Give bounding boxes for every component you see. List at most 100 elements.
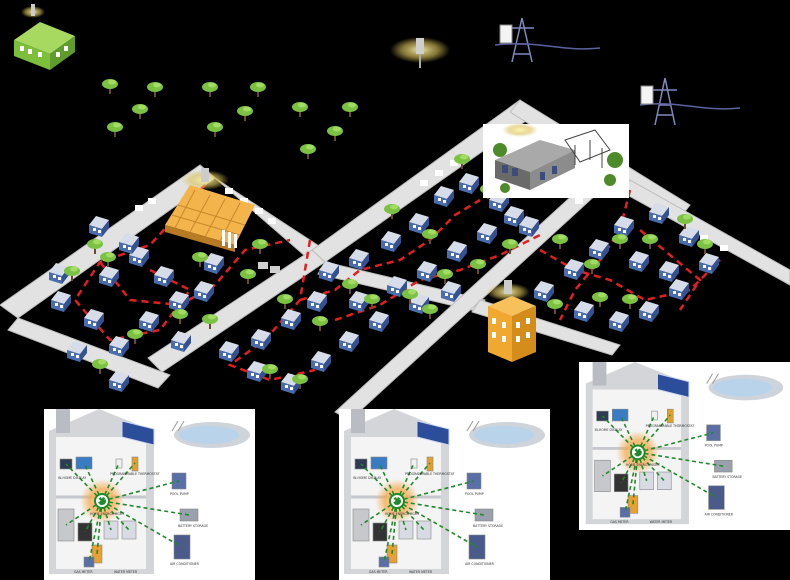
- house-icon: [319, 261, 339, 282]
- in-home-display-label: IN-HOME DISPLAY: [353, 476, 381, 480]
- house-icon: [381, 231, 401, 252]
- tree-icon: [192, 252, 208, 267]
- tree-icon: [612, 234, 628, 249]
- house-icon: [649, 203, 669, 224]
- transmission-tower-icon: [494, 17, 601, 63]
- home-network-link: [396, 480, 475, 502]
- tree-icon: [292, 102, 308, 117]
- refrigerator-icon: [594, 459, 611, 492]
- washer-icon: [639, 471, 654, 491]
- gateway-device-icon: [258, 262, 280, 273]
- battery-label: BATTERY STORAGE: [473, 524, 503, 528]
- house-icon: [504, 206, 524, 227]
- tree-icon: [262, 364, 278, 379]
- house-icon: [369, 311, 389, 332]
- house-icon: [459, 173, 479, 194]
- home-network-link: [378, 462, 398, 502]
- tree-icon: [697, 239, 713, 254]
- house-icon: [519, 216, 539, 237]
- house-icon: [219, 341, 239, 362]
- house-icon: [441, 281, 461, 302]
- home-network-link: [101, 500, 183, 548]
- home-network-link: [360, 463, 398, 502]
- tree-icon: [422, 304, 438, 319]
- air-conditioner-label: AIR CONDITIONER: [705, 512, 734, 516]
- home-network-link: [84, 500, 103, 533]
- water-meter-label: WATER METER: [409, 570, 433, 574]
- mesh-link: [227, 239, 316, 382]
- house-icon: [534, 281, 554, 302]
- tree-icon: [100, 252, 116, 267]
- house-icon: [447, 241, 467, 262]
- battery-storage-icon: [179, 508, 199, 522]
- house-icon: [109, 371, 129, 392]
- hem-label: HOME ENERGY MGMT: [385, 512, 420, 516]
- house-icon: [349, 291, 369, 312]
- pool-pump-label: POOL PUMP: [705, 443, 723, 447]
- tree-icon: [677, 214, 693, 229]
- air-conditioner-label: AIR CONDITIONER: [465, 562, 495, 566]
- battery-storage-icon: [474, 508, 494, 522]
- utility-meter-icon: [499, 24, 513, 44]
- gas-meter-icon: [619, 507, 631, 518]
- gas-meter-label: GAS METER: [74, 570, 93, 574]
- thermostat-icon: [115, 458, 123, 469]
- mesh-link: [99, 238, 291, 307]
- mesh-link: [639, 229, 702, 311]
- house-icon: [417, 261, 437, 282]
- house-icon: [109, 336, 129, 357]
- home-network-link: [632, 452, 639, 505]
- house-icon: [89, 216, 109, 237]
- gas-meter-icon: [378, 556, 390, 568]
- tree-icon: [384, 204, 400, 219]
- thermostat-icon: [410, 458, 418, 469]
- battery-storage-icon: [714, 459, 733, 473]
- house-icon: [281, 309, 301, 330]
- home-network-link: [637, 451, 724, 467]
- antenna-icon: [390, 37, 450, 68]
- house-icon: [67, 341, 87, 362]
- tree-icon: [92, 359, 108, 374]
- water-heater-icon: [386, 544, 398, 564]
- dryer-icon: [121, 520, 137, 540]
- water-heater-icon: [91, 544, 103, 564]
- house-icon: [251, 329, 271, 350]
- house-icon: [614, 216, 634, 237]
- house-icon: [629, 251, 649, 272]
- house-icon: [477, 223, 497, 244]
- house-icon: [194, 281, 214, 302]
- home-network-link: [83, 462, 103, 502]
- tree-icon: [364, 294, 380, 309]
- tree-icon: [172, 309, 188, 324]
- tree-icon: [132, 104, 148, 119]
- tree-icon: [584, 259, 600, 274]
- home-network-link: [637, 431, 714, 454]
- house-icon: [574, 301, 594, 322]
- tree-icon: [454, 154, 470, 169]
- air-conditioner-label: AIR CONDITIONER: [170, 562, 200, 566]
- home-network-link: [65, 463, 103, 502]
- tree-icon: [127, 329, 143, 344]
- mesh-link: [299, 198, 481, 302]
- solar-panel-icon: [416, 420, 450, 446]
- house-icon: [589, 239, 609, 260]
- home-network-link: [396, 462, 431, 502]
- house-icon: [699, 253, 719, 274]
- tree-icon: [470, 259, 486, 274]
- pool-icon: [171, 420, 250, 448]
- farm-building-icon: [14, 4, 75, 70]
- tree-icon: [207, 122, 223, 137]
- tree-icon: [622, 294, 638, 309]
- house-icon: [434, 186, 454, 207]
- solar-panel-icon: [656, 373, 690, 398]
- house-icon: [51, 291, 71, 312]
- office-building-icon: [165, 168, 255, 252]
- house-icon: [339, 331, 359, 352]
- mesh-link: [558, 189, 632, 321]
- home-network-link: [396, 500, 478, 548]
- home-network-link: [65, 500, 103, 526]
- thermostat-icon: [651, 410, 658, 421]
